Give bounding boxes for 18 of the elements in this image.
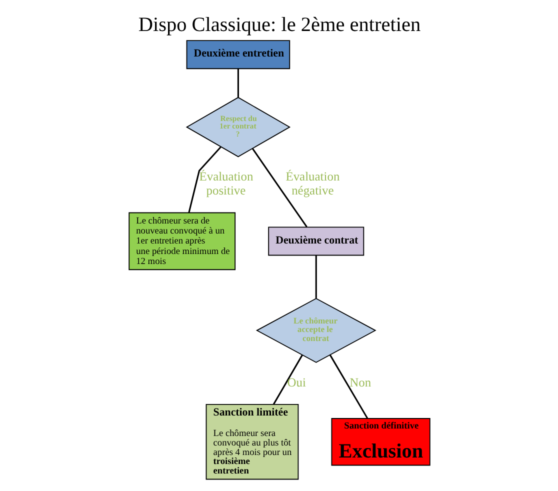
node-box: Deuxième contrat [268, 226, 364, 256]
connector [188, 146, 221, 213]
edge-label: Évaluation positive [198, 170, 253, 198]
connector [314, 255, 316, 298]
node-diamond: Respect du 1er contrat ? [185, 96, 290, 158]
connector [236, 68, 238, 98]
edge-label: Évaluation négative [285, 170, 340, 198]
node-box: Sanction limitée Le chômeur sera convoqué au plus tôt après 4 mois pour un troisième entretien [205, 404, 298, 480]
edge-label: Oui [286, 375, 306, 390]
node-box: Sanction définitive Exclusion [330, 418, 430, 466]
node-diamond: Le chômeur accepte le contrat [255, 298, 376, 363]
connector [272, 354, 302, 405]
node-box: Deuxième entretien [186, 40, 290, 70]
connector [328, 354, 368, 419]
node-box: Le chômeur sera de nouveau convoqué à un 1er entretien après une période minimum de 12 mois [128, 212, 236, 270]
connector [251, 148, 307, 228]
edge-label: Non [349, 375, 371, 390]
diagram-title: Dispo Classique: le 2ème entretien [138, 14, 420, 36]
